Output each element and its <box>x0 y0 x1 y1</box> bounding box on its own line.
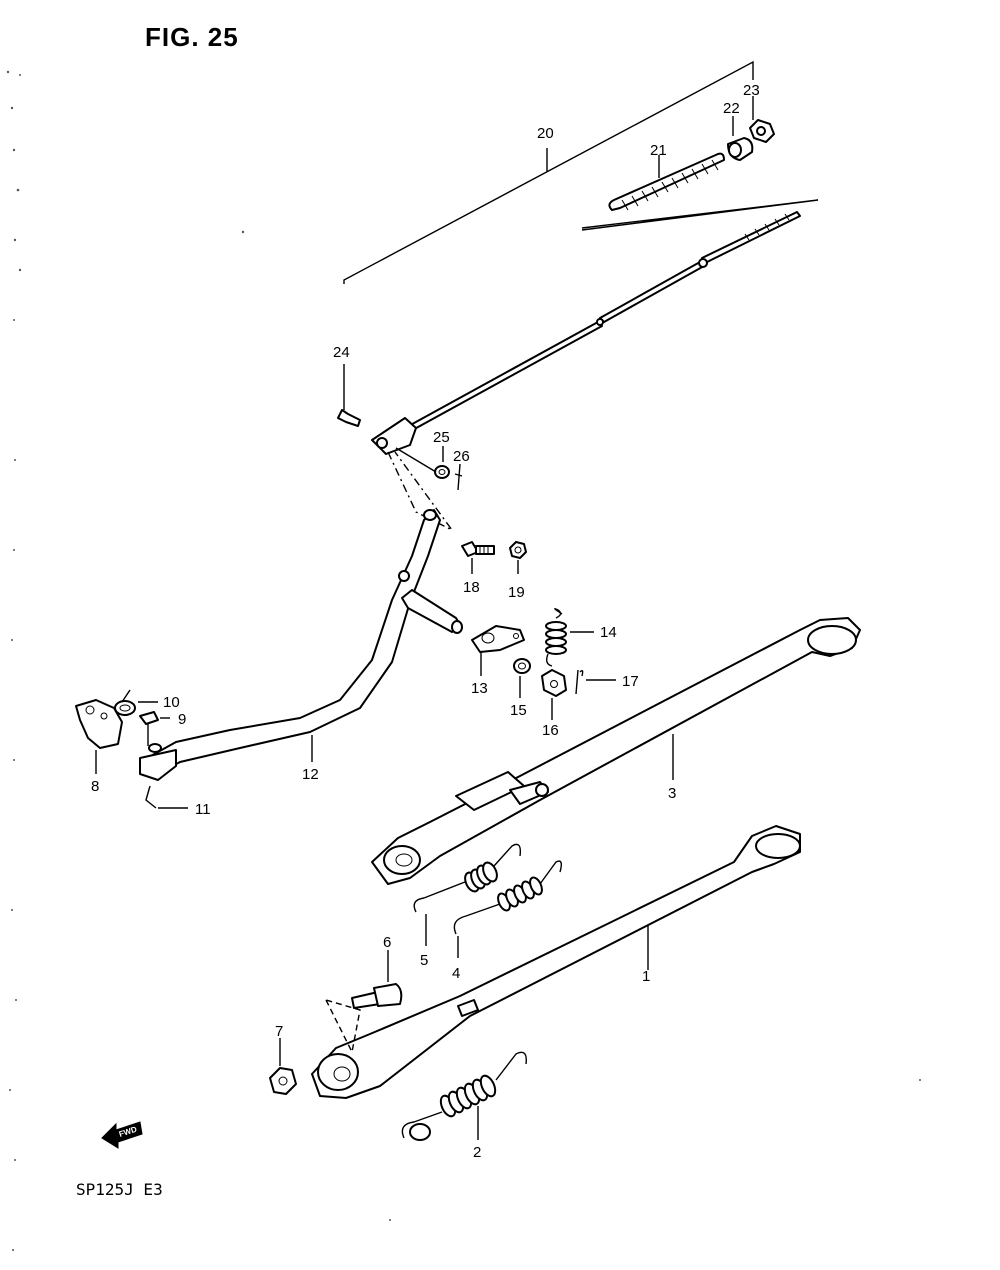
callout-13: 13 <box>471 680 488 697</box>
callout-8: 8 <box>91 778 99 795</box>
part-25-washer <box>395 446 450 479</box>
callout-7: 7 <box>275 1023 283 1040</box>
part-8-pedal-tip <box>75 699 123 774</box>
callout-2: 2 <box>473 1144 481 1161</box>
brake-rod-threaded-end <box>701 211 801 264</box>
callout-6: 6 <box>383 934 391 951</box>
model-code: SP125J E3 <box>76 1180 163 1199</box>
fwd-arrow-icon: FWD <box>101 1121 143 1149</box>
part-15-washer <box>513 658 531 698</box>
callout-4: 4 <box>452 965 460 982</box>
part-22-joint <box>727 116 754 161</box>
part-13-plate <box>471 625 525 676</box>
part-9-bolt <box>139 711 170 746</box>
part-10-spring <box>114 689 158 716</box>
callout-24: 24 <box>333 344 350 361</box>
callout-12: 12 <box>302 766 319 783</box>
callout-1: 1 <box>642 968 650 985</box>
callout-19: 19 <box>508 584 525 601</box>
part-26-cotter-pin <box>454 463 463 491</box>
brake-rod-assembly <box>343 60 819 455</box>
callout-11: 11 <box>195 801 211 818</box>
callout-18: 18 <box>463 579 480 596</box>
figure-title: FIG. 25 <box>145 22 239 52</box>
part-7-nut <box>269 1038 297 1095</box>
rod-detail-wedge <box>581 199 819 231</box>
rod-clevis <box>371 417 417 455</box>
part-2-spring <box>401 1051 527 1141</box>
assembly-line-rod-lever <box>387 451 453 531</box>
brake-rod-middle <box>599 261 705 323</box>
part-6-bolt <box>351 950 403 1009</box>
part-23-nut <box>749 96 775 143</box>
callout-15: 15 <box>510 702 527 719</box>
brake-rod-lower <box>404 321 603 433</box>
callout-20: 20 <box>537 125 554 142</box>
part-14-spring <box>545 607 594 667</box>
callout-10: 10 <box>163 694 180 711</box>
part-1-stand-leg <box>311 825 801 1099</box>
callout-9: 9 <box>178 711 186 728</box>
callout-26: 26 <box>453 448 470 465</box>
part-17-cotter-pin <box>575 669 616 695</box>
part-24-pin <box>337 364 361 427</box>
part-4-spring <box>453 860 563 958</box>
part-21-spring <box>608 152 725 211</box>
scan-noise <box>6 70 921 1251</box>
part-12-brake-pedal <box>139 509 463 781</box>
part-19-nut <box>509 541 527 574</box>
part-11-pin <box>145 785 188 809</box>
part-3-stand-leg <box>371 617 861 885</box>
callout-5: 5 <box>420 952 428 969</box>
callout-16: 16 <box>542 722 559 739</box>
callout-labels: 1 2 3 4 5 6 7 8 9 10 11 12 13 14 15 16 1… <box>91 82 760 1161</box>
part-20-bracket <box>343 60 754 284</box>
part-18-bolt <box>461 541 495 574</box>
rod-joint-2 <box>698 258 708 268</box>
callout-21: 21 <box>650 142 667 159</box>
rod-joint <box>596 318 604 326</box>
callout-3: 3 <box>668 785 676 802</box>
callout-14: 14 <box>600 624 617 641</box>
callout-23: 23 <box>743 82 760 99</box>
part-16-castle-nut <box>541 669 567 720</box>
callout-25: 25 <box>433 429 450 446</box>
part-5-spring <box>413 843 522 946</box>
callout-17: 17 <box>622 673 639 690</box>
callout-22: 22 <box>723 100 740 117</box>
